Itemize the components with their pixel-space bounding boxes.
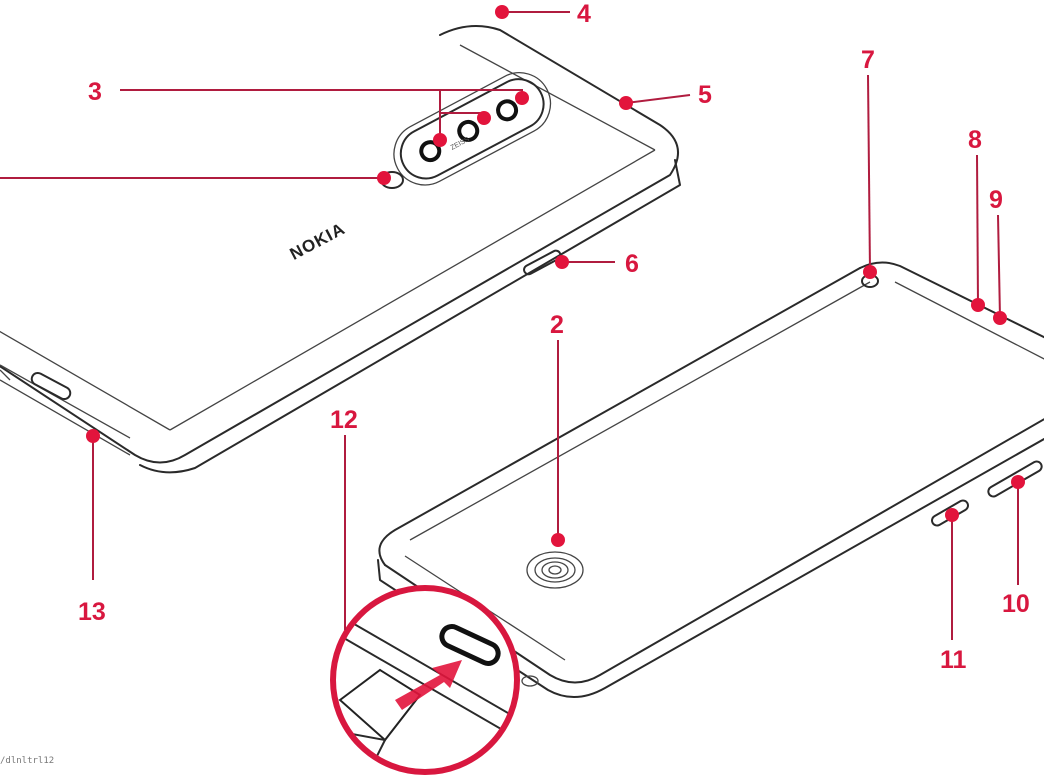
callout-7: 7: [861, 46, 875, 74]
callout-3: 3: [88, 78, 102, 106]
callout-13: 13: [78, 598, 106, 626]
callout-11: 11: [940, 646, 967, 674]
callout-12: 12: [330, 406, 358, 434]
callout-4: 4: [577, 0, 591, 28]
camera-module: [393, 72, 552, 186]
callout-6: 6: [625, 250, 639, 278]
callout-8: 8: [968, 126, 982, 154]
watermark: /dlnltrl12: [0, 756, 54, 766]
brand-logo: NOKIA: [287, 219, 349, 264]
fingerprint-sensor: [526, 551, 584, 589]
callout-10: 10: [1002, 590, 1030, 618]
callout-leaders: [0, 5, 1025, 640]
callout-9: 9: [989, 186, 1003, 214]
usb-zoom-inset: [330, 585, 520, 775]
phone-front-view: [377, 261, 1044, 698]
usb-port-back: [30, 371, 72, 401]
callout-5: 5: [698, 81, 712, 109]
sim-tray: [523, 249, 562, 276]
callout-2: 2: [550, 311, 564, 339]
